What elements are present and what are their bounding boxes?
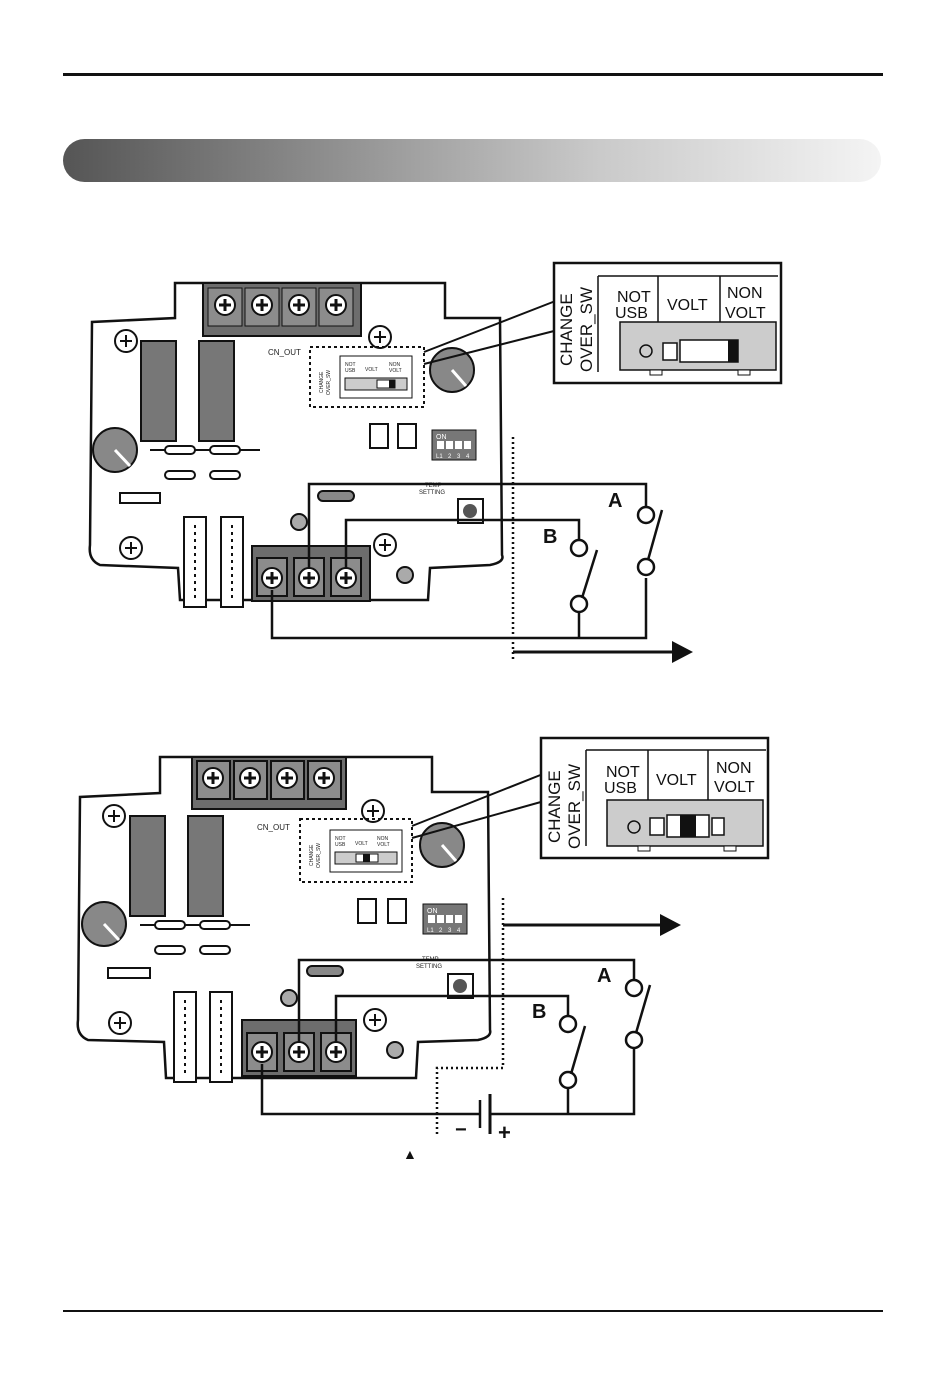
wiring-diagram-non-volt: ON L1 2 3 4 TEMP SETTING CN_OUT CHANGE O… xyxy=(0,0,946,700)
temp-label-2: SETTING xyxy=(419,490,445,496)
dip-on-label: ON xyxy=(436,434,447,441)
switch-title-1: CHANGE xyxy=(557,293,576,366)
pos-non-volt-2: VOLT xyxy=(714,779,755,796)
temp-label-2-2: SETTING xyxy=(416,964,442,970)
pos-non: NON xyxy=(727,285,763,302)
small-switch-title-2-2: OVER_SW xyxy=(316,843,322,868)
dip-switch-2: ON L1 2 3 4 xyxy=(423,904,467,934)
small-non-2: VOLT xyxy=(389,368,402,374)
footnote-marker: ▲ xyxy=(403,1146,417,1162)
relay-1 xyxy=(141,341,176,441)
relay-3 xyxy=(130,816,165,916)
small-switch-title-2: OVER_SW xyxy=(326,370,332,395)
switch-slider-nonvolt xyxy=(728,340,738,362)
dip-switch: ON L1 2 3 4 xyxy=(432,430,476,460)
led-3 xyxy=(281,990,297,1006)
contact-b-label-2: B xyxy=(532,1001,546,1023)
wiring-diagram-volt: ON L1 2 3 4 TEMP SETTING CN_OUT CHANGE O… xyxy=(0,700,946,1180)
cn-out-label-2: CN_OUT xyxy=(257,823,290,832)
switch-slider-volt xyxy=(680,815,696,837)
pos-usb-2: USB xyxy=(604,780,637,797)
switch-detail-volt: CHANGE OVER_SW NOT USB VOLT NON VOLT xyxy=(541,738,768,858)
pos-not-2: NOT xyxy=(606,764,640,781)
led-2 xyxy=(397,567,413,583)
dip-on-label-2: ON xyxy=(427,908,438,915)
cn-out-label: CN_OUT xyxy=(268,348,301,357)
small-switch-title-2-1: CHANGE xyxy=(309,844,315,866)
contact-a-label: A xyxy=(608,490,622,512)
contact-b-label: B xyxy=(543,526,557,548)
dip-label-2-1: L1 xyxy=(427,928,434,934)
potentiometer-right xyxy=(430,348,474,392)
led-4 xyxy=(387,1042,403,1058)
led-1 xyxy=(291,514,307,530)
contact-a-label-2: A xyxy=(597,965,611,987)
small-switch-title-1: CHANGE xyxy=(319,371,325,393)
small-usb-2: USB xyxy=(345,368,356,374)
pos-not: NOT xyxy=(617,289,651,306)
pos-volt: VOLT xyxy=(667,297,708,314)
small-volt: VOLT xyxy=(365,367,378,373)
potentiometer-left-2 xyxy=(82,902,126,946)
pos-usb: USB xyxy=(615,305,648,322)
pos-non-volt: VOLT xyxy=(725,305,766,322)
battery-minus: − xyxy=(455,1119,467,1141)
potentiometer-left xyxy=(93,428,137,472)
bottom-rule xyxy=(63,1310,883,1312)
pos-volt-2: VOLT xyxy=(656,772,697,789)
small-volt-2: VOLT xyxy=(355,841,368,847)
switch-title-2: OVER_SW xyxy=(577,287,596,372)
relay-4 xyxy=(188,816,223,916)
battery xyxy=(480,1094,490,1134)
small-non-2-2: VOLT xyxy=(377,842,390,848)
pos-non-2: NON xyxy=(716,760,752,777)
small-usb-2-2: USB xyxy=(335,842,346,848)
switch-detail-nonvolt: CHANGE OVER_SW NOT USB VOLT NON VOLT xyxy=(554,263,781,383)
battery-plus: + xyxy=(498,1120,511,1145)
contacts-2 xyxy=(560,980,650,1088)
dip-label-1: L1 xyxy=(436,454,443,460)
switch-title-2-2: OVER_SW xyxy=(565,764,584,849)
relay-2 xyxy=(199,341,234,441)
switch-title-2-1: CHANGE xyxy=(545,770,564,843)
contacts-1 xyxy=(571,507,662,612)
